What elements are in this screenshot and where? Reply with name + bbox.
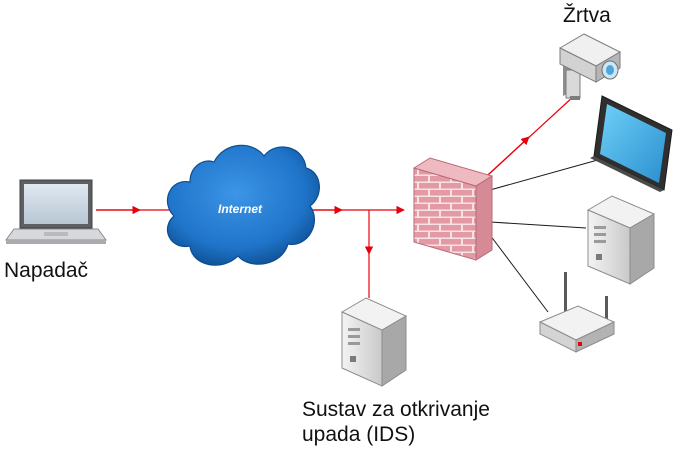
victim-label: Žrtva (563, 4, 611, 27)
firewall-links (489, 155, 613, 313)
server-tower-icon (586, 195, 656, 285)
ids-label: Sustav za otkrivanje upada (IDS) (302, 397, 490, 447)
link-firewall-monitor (489, 155, 613, 191)
attacker-label: Napadač (4, 259, 89, 282)
link-firewall-router (489, 234, 549, 313)
laptop-icon (5, 179, 107, 244)
security-camera-icon (558, 33, 622, 100)
cloud-icon: Internet (166, 144, 320, 266)
monitor-icon (590, 95, 673, 192)
link-firewall-server (489, 221, 587, 229)
firewall-brick-wall-icon (412, 157, 494, 261)
ids-server-icon (340, 297, 408, 387)
ids-label-line1: Sustav za otkrivanje (302, 398, 490, 421)
internet-label: Internet (218, 202, 263, 216)
ids-label-line2: upada (IDS) (302, 423, 416, 446)
wireless-router-icon (538, 272, 616, 353)
